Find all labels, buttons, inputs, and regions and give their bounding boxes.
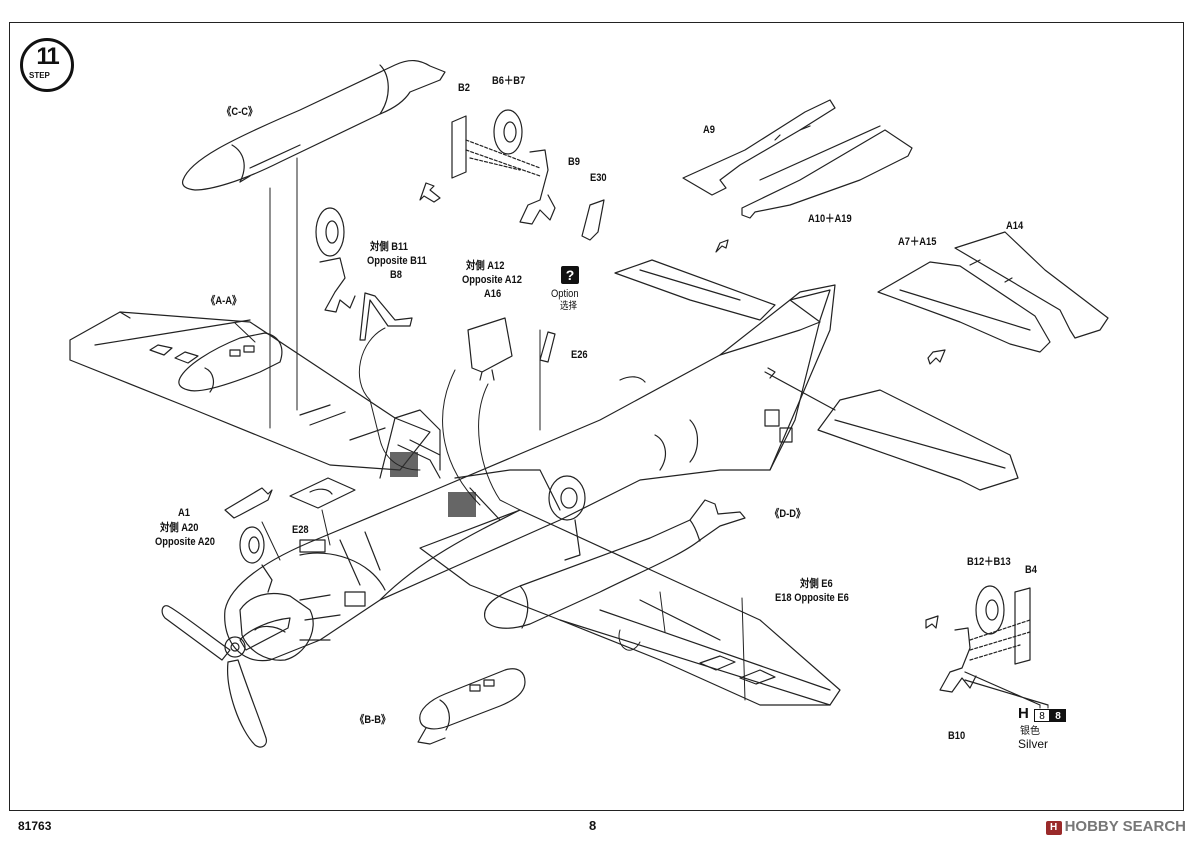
label-c-c: 《C-C》 xyxy=(222,106,258,118)
page-number: 8 xyxy=(589,818,597,833)
aircraft-airframe xyxy=(69,259,841,706)
label-opposite-a20-cn: 対側 A20 xyxy=(160,522,199,534)
main-gear-on-fuselage xyxy=(548,475,586,561)
label-a9: A9 xyxy=(703,124,715,136)
label-e18-opposite-e6: E18 Opposite E6 xyxy=(775,592,849,604)
label-opposite-a12-cn: 対側 A12 xyxy=(466,260,505,272)
option-icon: ? xyxy=(561,266,579,284)
watermark-logo-icon: H xyxy=(1045,821,1062,835)
label-e26: E26 xyxy=(571,349,588,361)
nose-gear xyxy=(239,526,273,593)
drop-tank-c-c xyxy=(181,60,446,191)
label-b4: B4 xyxy=(1025,564,1037,576)
label-a-a: 《A-A》 xyxy=(206,295,242,307)
label-b10: B10 xyxy=(948,730,966,742)
landing-gear-b12-b10 xyxy=(939,585,1049,706)
landing-gear-b2-b9 xyxy=(451,109,556,225)
label-a16: A16 xyxy=(484,288,502,300)
label-opposite-e6-cn: 対側 E6 xyxy=(800,578,833,590)
drop-tank-d-d xyxy=(484,499,746,629)
paint-chip-light: 8 xyxy=(1034,709,1050,722)
label-option-cn: 选择 xyxy=(560,301,577,312)
paint-letter: H xyxy=(1018,705,1029,722)
label-opposite-b11-cn: 対側 B11 xyxy=(370,241,408,253)
paint-name-en: Silver xyxy=(1018,737,1049,751)
flap-parts-a9-a10 xyxy=(682,99,913,219)
part-e30 xyxy=(581,199,605,241)
propeller xyxy=(161,605,291,748)
step-word: STEP xyxy=(29,71,50,80)
label-d-d: 《D-D》 xyxy=(770,508,806,520)
label-e28: E28 xyxy=(292,524,309,536)
label-a1: A1 xyxy=(178,507,190,519)
kit-number: 81763 xyxy=(18,819,52,833)
landing-gear-b11-b8 xyxy=(315,207,413,341)
step-number: 11 xyxy=(36,43,59,70)
part-e28-detail xyxy=(309,488,333,495)
label-e30: E30 xyxy=(590,172,607,184)
fuel-tank-a-a xyxy=(178,332,283,393)
page-border xyxy=(9,22,1184,811)
step-badge: 11 STEP xyxy=(20,38,74,92)
label-b2: B2 xyxy=(458,82,470,94)
stabilizer-part xyxy=(817,389,1019,491)
fuel-tank-b-b xyxy=(417,668,526,745)
paint-chip-dark: 8 xyxy=(1050,709,1066,722)
label-a7a15: A7＋A15 xyxy=(898,236,937,248)
label-option-en: Option xyxy=(551,288,579,300)
paint-callout-lines xyxy=(1039,704,1049,709)
watermark-text: HOBBY SEARCH xyxy=(1064,818,1186,835)
part-a1 xyxy=(224,487,273,519)
label-a14: A14 xyxy=(1006,220,1024,232)
label-b12b13: B12＋B13 xyxy=(967,556,1011,568)
label-opposite-b11-en: Opposite B11 xyxy=(367,255,427,267)
label-b9: B9 xyxy=(568,156,580,168)
paint-name-cn: 银色 xyxy=(1020,726,1040,737)
leader-lines xyxy=(234,157,746,701)
part-e28 xyxy=(289,477,356,509)
label-b8: B8 xyxy=(390,269,402,281)
label-opposite-a20-en: Opposite A20 xyxy=(155,536,215,548)
label-b-b: 《B-B》 xyxy=(355,714,391,726)
label-a10a19: A10＋A19 xyxy=(808,213,852,225)
label-opposite-a12-en: Opposite A12 xyxy=(462,274,522,286)
direction-arrows xyxy=(419,182,946,629)
part-e26 xyxy=(539,331,556,363)
part-a16 xyxy=(467,317,513,381)
label-b6b7: B6＋B7 xyxy=(492,75,526,87)
flap-parts-a7-a14 xyxy=(877,231,1109,353)
